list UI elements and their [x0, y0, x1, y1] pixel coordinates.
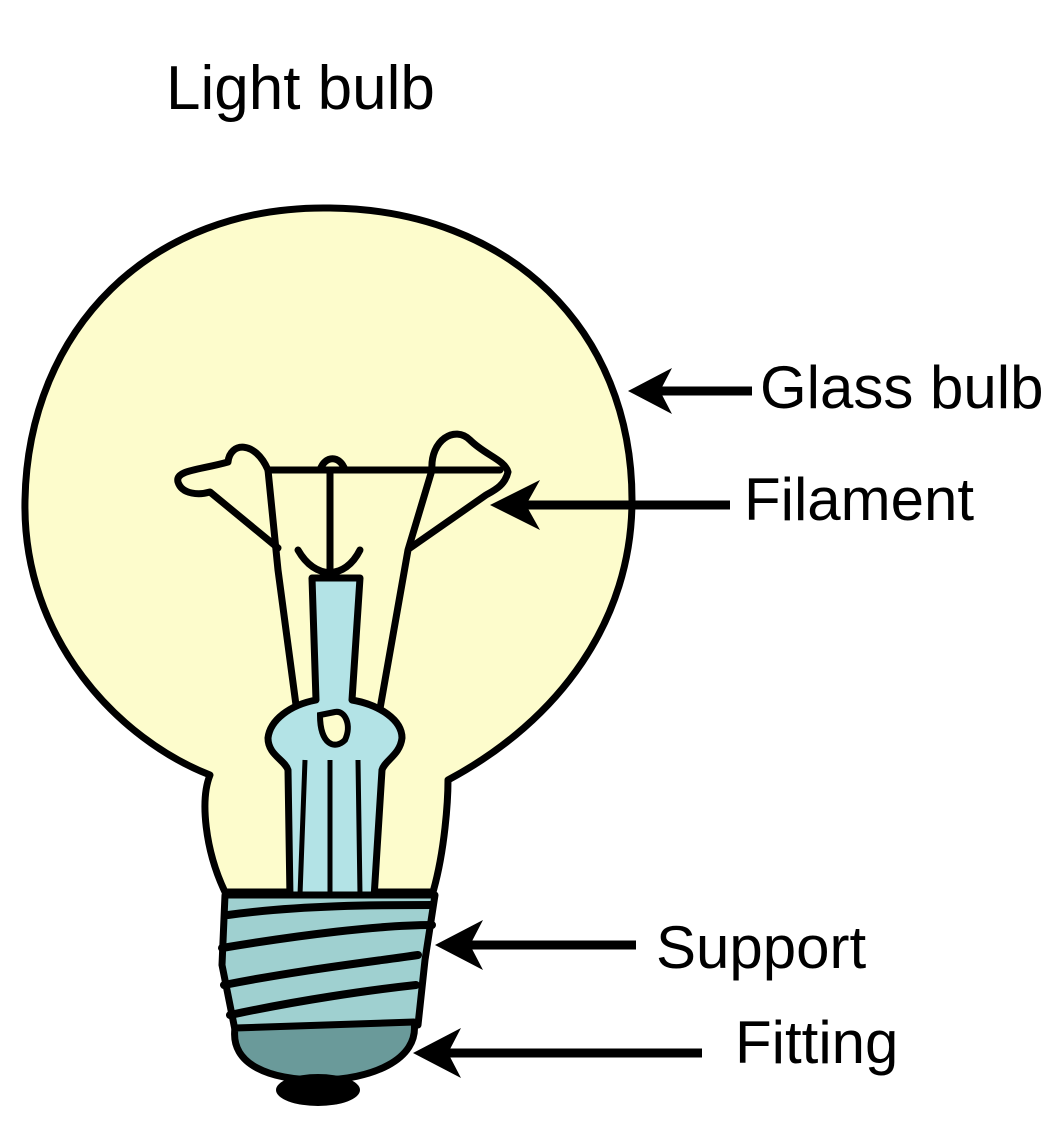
screw-threads [218, 901, 436, 1019]
diagram-title: Light bulb [166, 54, 435, 123]
filament-label: Filament [744, 466, 975, 533]
fitting-contact [276, 1074, 360, 1106]
support-label: Support [656, 914, 867, 981]
fitting-cap [231, 1018, 418, 1084]
support-arrowhead [435, 920, 483, 970]
fitting-arrowhead [413, 1028, 461, 1078]
glass-bulb-label: Glass bulb [760, 354, 1044, 421]
filament-coil [174, 430, 512, 576]
filament-arrowhead [490, 480, 540, 530]
fitting-label: Fitting [735, 1009, 899, 1076]
label-arrows [413, 368, 752, 1078]
glass-arrowhead [628, 368, 672, 414]
